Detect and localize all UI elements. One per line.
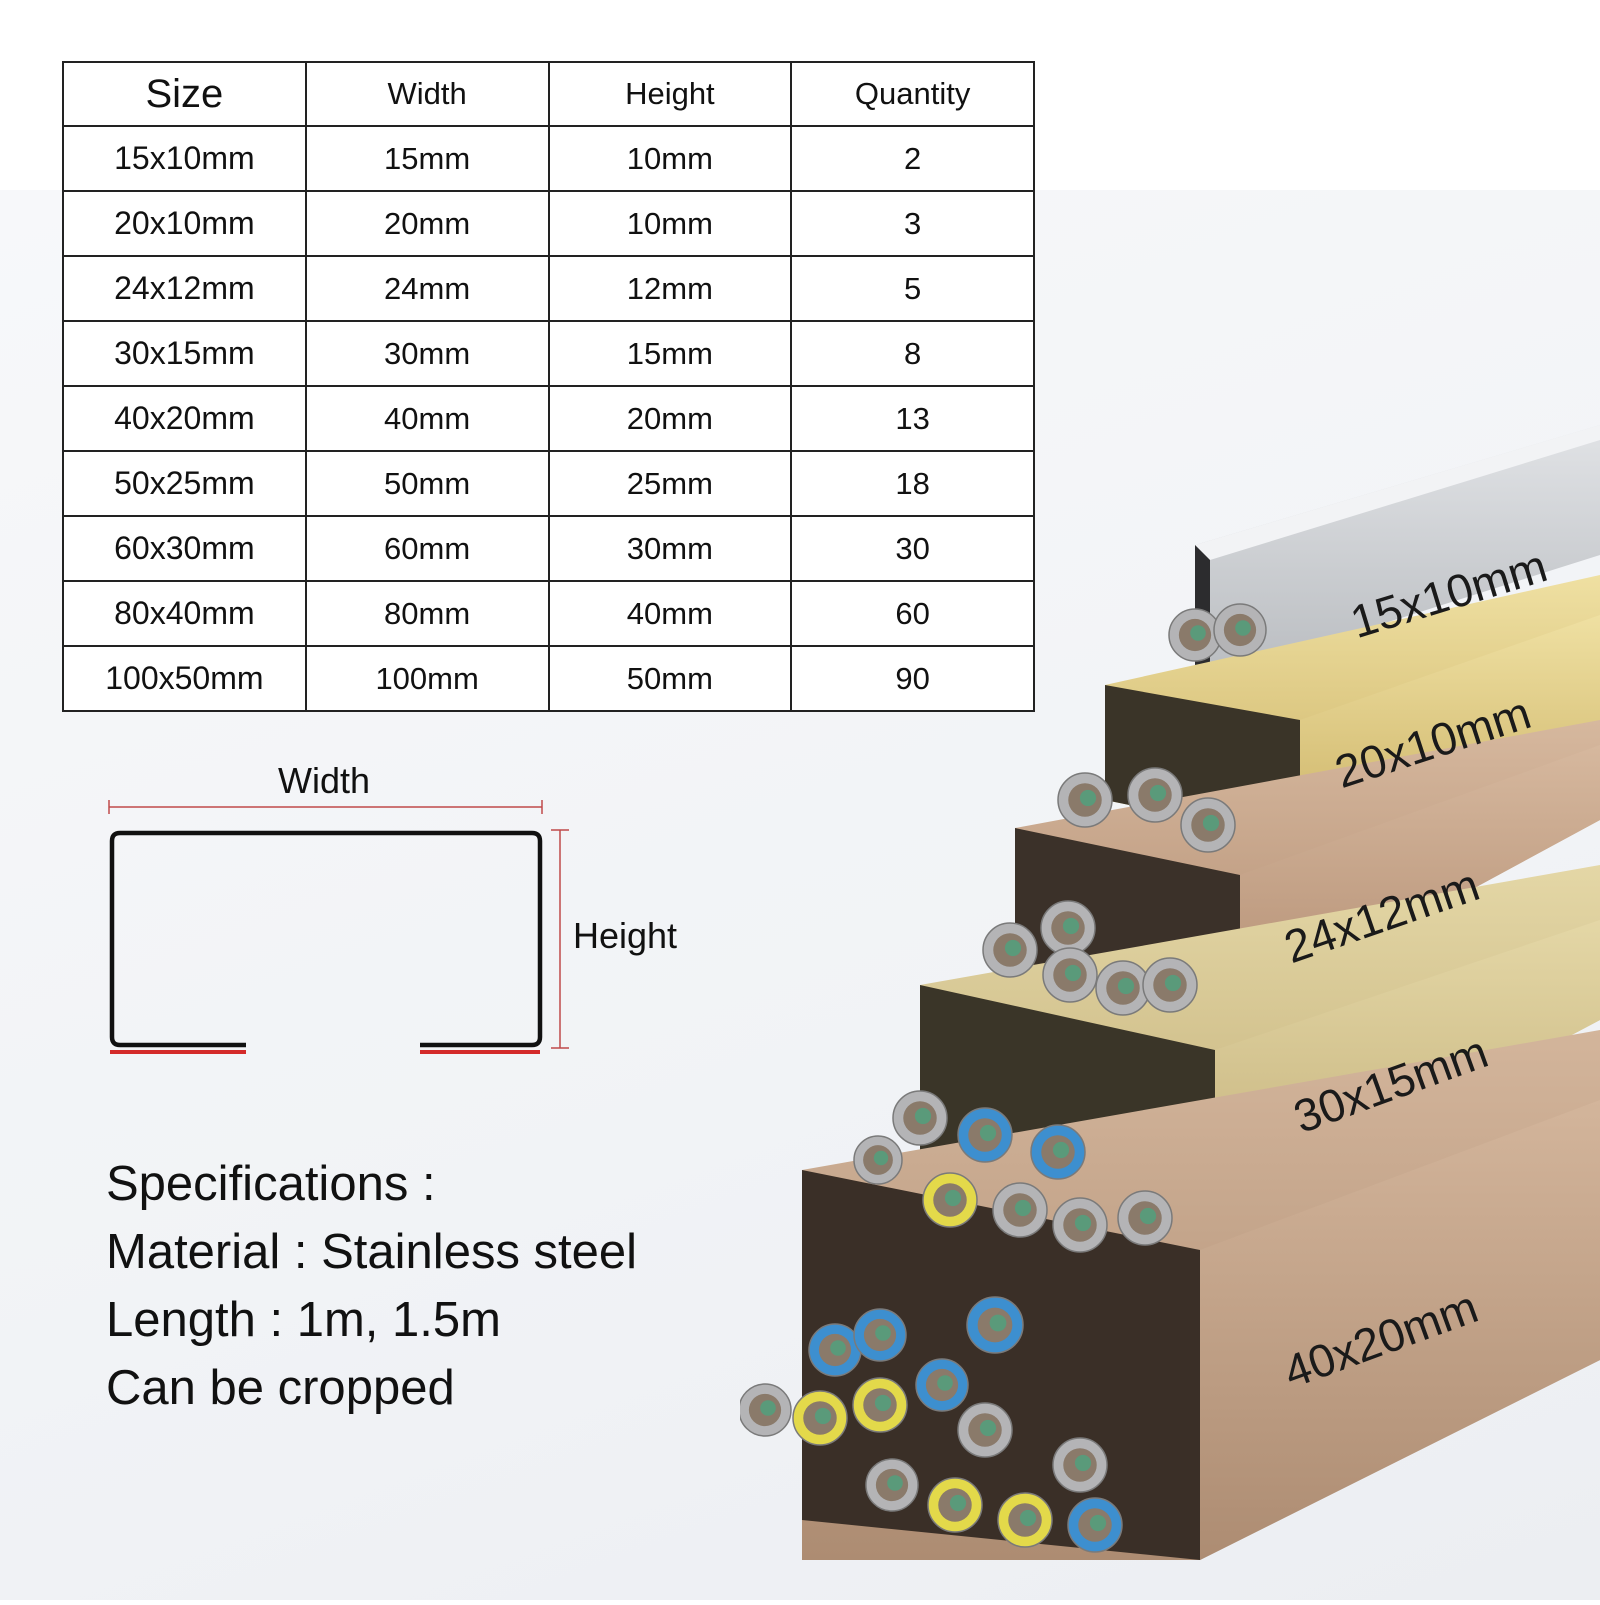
cable-bundles [738,603,1267,1553]
header-height: Height [547,61,793,127]
cable-end [738,1383,792,1437]
cell-height: 40mm [547,580,793,647]
cell-size: 100x50mm [62,645,307,712]
cell-quantity: 60 [790,580,1035,647]
cable-end [915,1358,969,1412]
cable-end [1213,603,1267,657]
cable-end [1117,1190,1173,1246]
cable-end [957,1402,1013,1458]
length-line: Length : 1m, 1.5m [106,1293,501,1347]
profile-drawing [108,800,569,1054]
cable-end [966,1296,1024,1354]
cable-end [1052,1197,1108,1253]
cable-end [853,1308,907,1362]
width-label: Width [278,760,371,801]
cell-width: 20mm [304,190,550,257]
cell-quantity: 2 [790,125,1035,192]
cable-end [852,1377,908,1433]
cell-quantity: 3 [790,190,1035,257]
cell-height: 25mm [547,450,793,517]
cable-end [1168,608,1222,662]
cell-width: 80mm [304,580,550,647]
cell-size: 20x10mm [62,190,307,257]
cell-quantity: 5 [790,255,1035,322]
cell-quantity: 90 [790,645,1035,712]
cell-height: 10mm [547,125,793,192]
header-size: Size [62,61,307,127]
cell-height: 10mm [547,190,793,257]
cell-width: 15mm [304,125,550,192]
channel-profile-outline [109,830,543,1048]
cable-end [1040,900,1096,956]
cell-height: 20mm [547,385,793,452]
specifications-block: Specifications : Material : Stainless st… [106,1150,637,1422]
cell-width: 40mm [304,385,550,452]
cable-end [1127,767,1183,823]
cable-end [1095,960,1151,1016]
material-line: Material : Stainless steel [106,1225,638,1279]
cell-size: 24x12mm [62,255,307,322]
height-label: Height [573,915,678,956]
cell-height: 50mm [547,645,793,712]
cell-size: 60x30mm [62,515,307,582]
cross-section-diagram: Width Height [100,760,720,1080]
cable-end [853,1135,903,1185]
cell-width: 24mm [304,255,550,322]
cable-end [997,1492,1053,1548]
cell-quantity: 13 [790,385,1035,452]
table-header-row: Size Width Height Quantity [62,61,1035,127]
header-width: Width [304,61,550,127]
cell-height: 15mm [547,320,793,387]
header-quantity: Quantity [790,61,1035,127]
cable-end [792,1390,848,1446]
cell-size: 15x10mm [62,125,307,192]
cable-end [982,922,1038,978]
cell-size: 80x40mm [62,580,307,647]
cable-end [1180,797,1236,853]
cell-quantity: 30 [790,515,1035,582]
cable-end [1142,957,1198,1013]
cable-end [992,1182,1048,1238]
cell-size: 50x25mm [62,450,307,517]
cell-width: 30mm [304,320,550,387]
cell-width: 100mm [304,645,550,712]
cell-size: 30x15mm [62,320,307,387]
cell-height: 12mm [547,255,793,322]
cell-quantity: 18 [790,450,1035,517]
cable-end [1042,947,1098,1003]
cell-width: 60mm [304,515,550,582]
cable-end [957,1107,1013,1163]
cable-end [922,1172,978,1228]
cable-end [865,1458,919,1512]
cable-end [1057,772,1113,828]
cell-quantity: 8 [790,320,1035,387]
cell-size: 40x20mm [62,385,307,452]
product-photo: 15x10mm 20x10mm 24x12mm 30x15mm 40x20mm [738,400,1600,1600]
cell-height: 30mm [547,515,793,582]
cable-end [1052,1437,1108,1493]
cell-width: 50mm [304,450,550,517]
cable-ducts-illustration [738,425,1600,1560]
cable-end [1030,1124,1086,1180]
cable-end [927,1477,983,1533]
crop-note: Can be cropped [106,1361,455,1415]
cable-end [892,1090,948,1146]
specifications-title: Specifications : [106,1157,436,1211]
cable-end [808,1323,862,1377]
cable-end [1067,1497,1123,1553]
